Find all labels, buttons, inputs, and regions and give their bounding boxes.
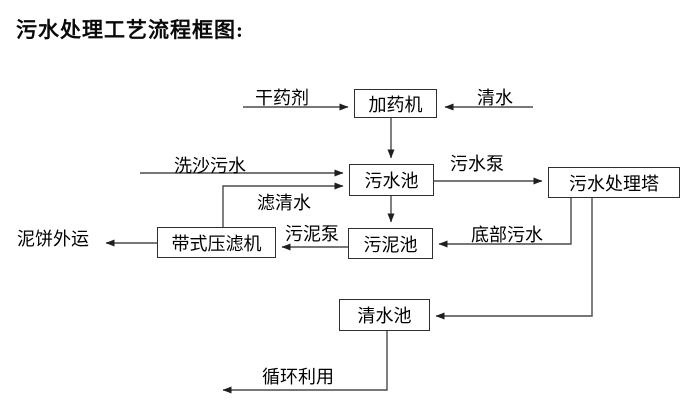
edge-tower-to-clean-line bbox=[435, 198, 593, 320]
edge-recycle-line bbox=[222, 331, 388, 394]
node-treatment-tower: 污水处理塔 bbox=[548, 167, 680, 198]
edge-label-sand-wash: 洗沙污水 bbox=[174, 156, 246, 176]
diagram-title: 污水处理工艺流程框图: bbox=[16, 18, 244, 42]
edge-filtered-water-line bbox=[222, 182, 344, 227]
edge-label-sewage-pump: 污水泵 bbox=[450, 154, 504, 174]
edge-label-recycle: 循环利用 bbox=[262, 367, 334, 387]
edge-label-sludge-pump: 污泥泵 bbox=[285, 224, 339, 244]
edge-label-dry-agent: 干药剂 bbox=[255, 88, 309, 108]
node-belt-filter-press: 带式压滤机 bbox=[157, 227, 276, 258]
edge-label-filtered-water: 滤清水 bbox=[257, 193, 311, 213]
edge-bottom-sewage-line bbox=[438, 198, 572, 248]
node-clean-water-pool: 清水池 bbox=[339, 299, 430, 331]
edge-label-clean-water: 清水 bbox=[477, 88, 513, 108]
edge-label-bottom-sewage: 底部污水 bbox=[471, 225, 543, 245]
node-sewage-pool: 污水池 bbox=[349, 164, 434, 196]
node-sludge-pool: 污泥池 bbox=[348, 228, 433, 259]
node-dosing-machine: 加药机 bbox=[354, 89, 437, 118]
edge-label-mud-cake-out: 泥饼外运 bbox=[17, 229, 89, 249]
